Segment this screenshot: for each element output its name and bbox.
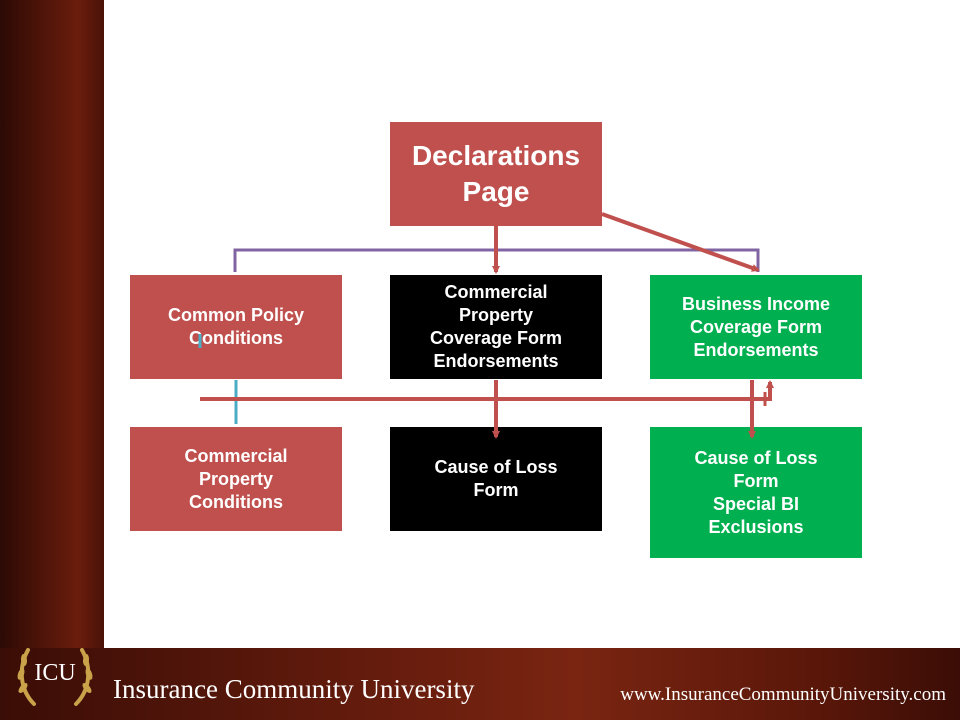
cause-of-loss-bi-box: Cause of Loss Form Special BI Exclusions: [650, 427, 862, 558]
left-sidebar-band: [0, 0, 104, 648]
cause-of-loss-box: Cause of Loss Form: [390, 427, 602, 531]
website-url[interactable]: www.InsuranceCommunityUniversity.com: [620, 684, 946, 705]
organization-name: Insurance Community University: [113, 674, 475, 704]
common-policy-conditions-box: Common Policy Conditions: [130, 275, 342, 379]
footer-band: [0, 648, 960, 720]
purple-bracket-line: [233, 248, 760, 272]
logo-text: ICU: [34, 660, 75, 686]
declarations-page-box: Declarations Page: [390, 122, 602, 226]
arrow-decl-to-bic: [601, 212, 760, 272]
cp-coverage-form-box: Commercial Property Coverage Form Endors…: [390, 275, 602, 379]
bi-coverage-form-box: Business Income Coverage Form Endorsemen…: [650, 275, 862, 379]
icu-logo: ICU: [10, 628, 100, 718]
arrow-conditions-to-bic: [200, 380, 774, 401]
cp-conditions-box: Commercial Property Conditions: [130, 427, 342, 531]
laurel-wreath-icon: ICU: [17, 648, 93, 706]
